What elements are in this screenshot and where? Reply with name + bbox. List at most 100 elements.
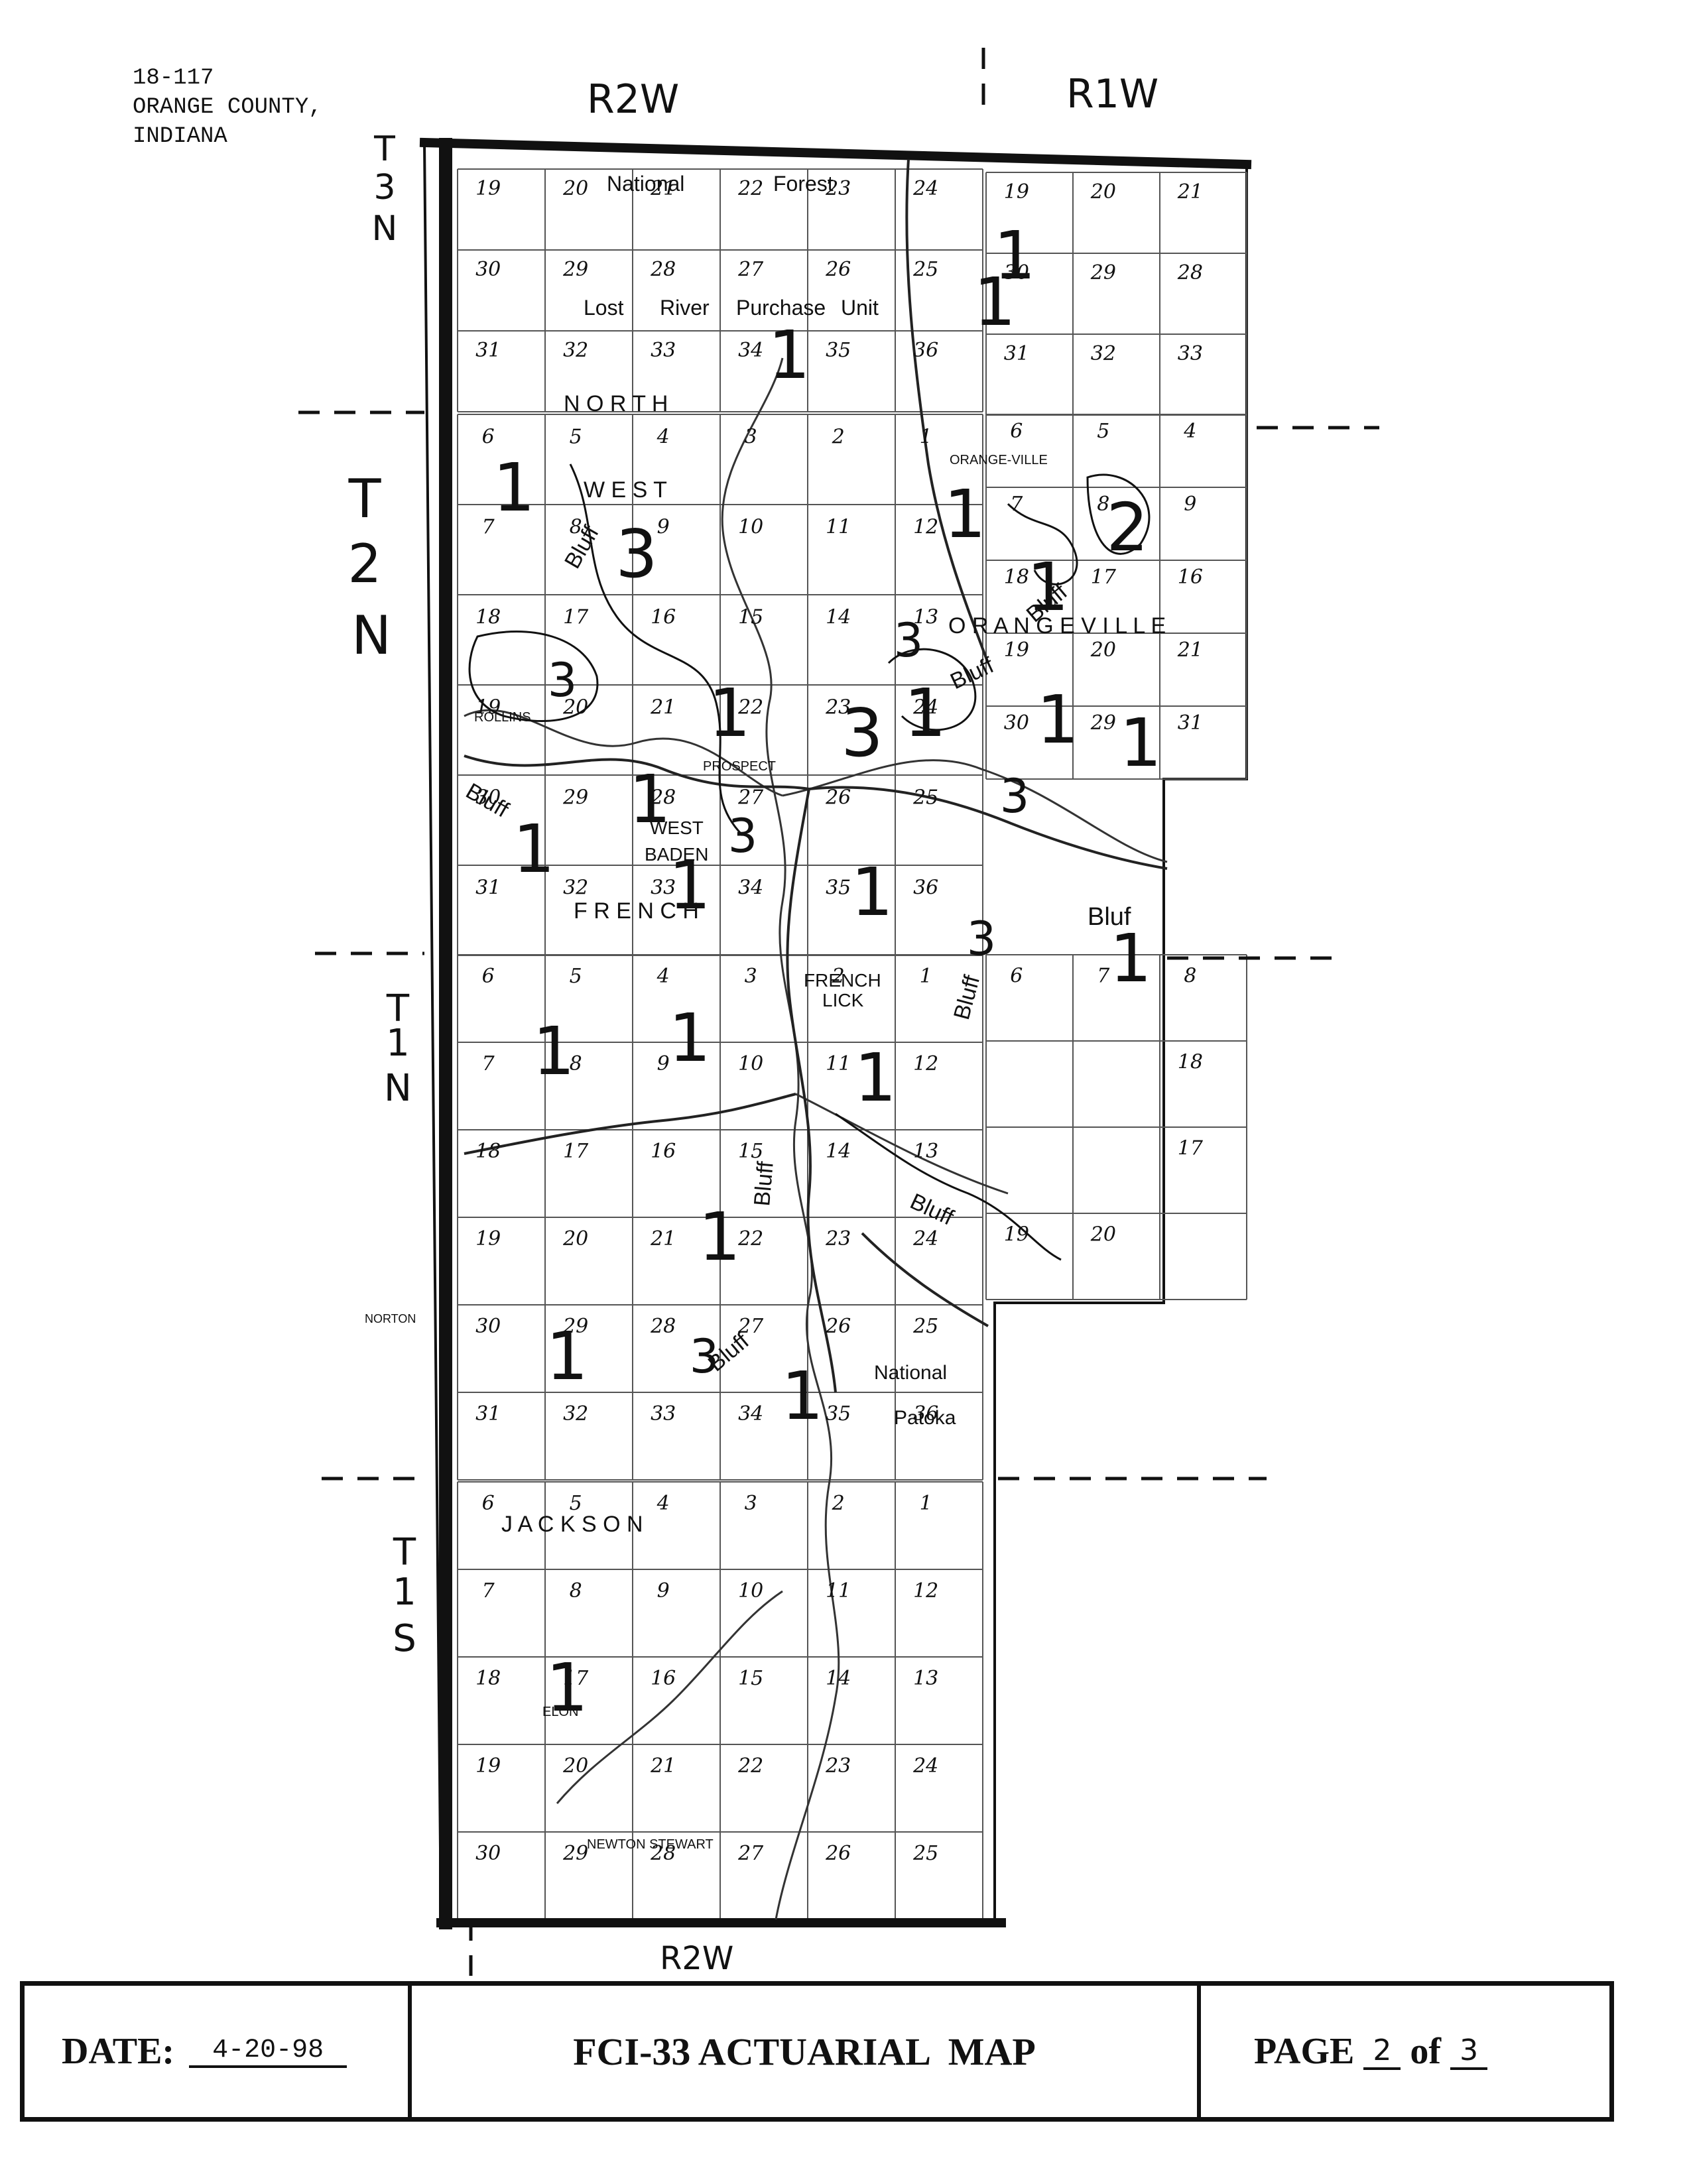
zone-boundaries [468, 463, 1151, 1261]
section-number: 14 [826, 1140, 851, 1163]
section-number: 15 [738, 1667, 763, 1690]
section-number: 30 [1004, 261, 1029, 284]
zone-number: 2 [1106, 489, 1149, 566]
zone-number: 1 [973, 263, 1016, 341]
section-number: 24 [912, 1227, 938, 1250]
section-number: 22 [737, 696, 763, 719]
label-norton: NORTON [365, 1312, 416, 1325]
township-t1n-n: 1 [386, 1022, 410, 1065]
section-number: 7 [1097, 965, 1110, 988]
township-t2n-n: 2 [348, 533, 382, 595]
section-number: 27 [737, 1315, 764, 1338]
section-number: 31 [475, 339, 501, 362]
section-number: 25 [912, 1842, 938, 1865]
section-number: 22 [737, 1754, 763, 1778]
label-river: River [660, 296, 710, 320]
section-number: 19 [475, 1754, 501, 1778]
section-number: 6 [482, 1492, 495, 1515]
section-number: 31 [1004, 342, 1029, 365]
label-west-baden-2: BADEN [645, 844, 708, 865]
section-number: 19 [475, 177, 501, 200]
section-number: 30 [1004, 711, 1029, 735]
label-elon: ELON [542, 1705, 578, 1719]
label-orangeville-twp: O R A N G E V I L L E [948, 613, 1166, 638]
section-number: 19 [475, 696, 501, 719]
section-number: 5 [1097, 420, 1109, 443]
county-name: ORANGE COUNTY, [133, 95, 322, 120]
township-t1n-x: N [384, 1067, 412, 1110]
label-french-twp: F R E N C H [574, 898, 699, 924]
section-number: 29 [562, 1842, 588, 1865]
zone-number: 1 [851, 853, 893, 931]
section-number: 34 [738, 1402, 763, 1426]
section-number: 36 [913, 1402, 938, 1426]
section-number: 30 [475, 786, 501, 810]
section-number: 11 [826, 516, 851, 539]
section-number: 7 [482, 1579, 495, 1603]
section-number: 16 [651, 1140, 676, 1163]
section-number: 19 [1004, 1223, 1029, 1246]
section-number: 15 [738, 606, 763, 629]
township-lines [298, 48, 1379, 1976]
zone-number: 1 [1027, 548, 1069, 626]
zone-number: 1 [546, 1317, 588, 1395]
section-number: 22 [737, 177, 763, 200]
section-number: 26 [825, 1315, 851, 1338]
section-number: 33 [651, 339, 676, 362]
zone-number: 1 [532, 1012, 575, 1090]
township-labels: T 3 N T 2 N T 1 N T 1 S [348, 129, 416, 1660]
section-number: 25 [912, 1315, 938, 1338]
section-number: 18 [475, 606, 501, 629]
zone-number: 1 [698, 1198, 741, 1276]
section-number: 32 [563, 339, 588, 362]
section-number: 25 [912, 258, 938, 281]
section-number: 18 [1178, 1051, 1203, 1074]
section-number: 10 [738, 516, 763, 539]
range-labels: R2W R1W R2W [587, 71, 1158, 1976]
zone-number: 1 [546, 1649, 588, 1727]
section-number: 10 [738, 1579, 763, 1603]
section-number: 7 [482, 1052, 495, 1075]
zone-number: 1 [1036, 681, 1079, 758]
zone-number: 1 [854, 1039, 897, 1117]
section-number: 14 [826, 606, 851, 629]
section-number: 9 [657, 1579, 670, 1603]
label-bluff-6: Bluff [749, 1160, 779, 1207]
section-number: 9 [657, 1052, 670, 1075]
section-number: 29 [1090, 711, 1116, 735]
section-number: 21 [1177, 180, 1203, 204]
section-number: 26 [825, 1842, 851, 1865]
zone-numbers: 1 1 1 1 1 1 1 1 1 1 1 1 1 1 1 1 1 1 1 1 … [493, 217, 1162, 1727]
section-number: 20 [562, 1754, 588, 1778]
section-number: 23 [825, 1754, 851, 1778]
section-grid [457, 168, 1247, 1920]
title-block: DATE: 4-20-98 FCI-33 ACTUARIAL MAP PAGE … [20, 1981, 1614, 2122]
label-orangeville-town: ORANGE-VILLE [950, 453, 1048, 467]
section-number: 16 [651, 1667, 676, 1690]
section-number: 2 [832, 965, 845, 988]
section-number: 28 [650, 786, 676, 810]
township-t1s-n: 1 [393, 1571, 416, 1614]
section-number: 15 [738, 1140, 763, 1163]
section-number: 36 [913, 339, 938, 362]
section-number: 3 [745, 1492, 757, 1515]
section-number: 26 [825, 258, 851, 281]
section-number: 28 [650, 258, 676, 281]
section-number: 6 [1010, 420, 1023, 443]
label-patoka: Patoka [894, 1407, 956, 1429]
section-number: 28 [1177, 261, 1203, 284]
section-number: 21 [650, 177, 676, 200]
section-number: 20 [1090, 1223, 1116, 1246]
section-number: 27 [737, 786, 764, 810]
section-number: 17 [563, 1667, 589, 1690]
section-number: 21 [650, 696, 676, 719]
section-number: 18 [475, 1140, 501, 1163]
section-number: 13 [913, 1667, 938, 1690]
section-number: 2 [832, 1492, 845, 1515]
section-number: 7 [482, 516, 495, 539]
section-number: 13 [913, 606, 938, 629]
zone-number: 1 [629, 760, 671, 838]
label-purchase: Purchase [736, 296, 826, 320]
section-number: 29 [562, 786, 588, 810]
